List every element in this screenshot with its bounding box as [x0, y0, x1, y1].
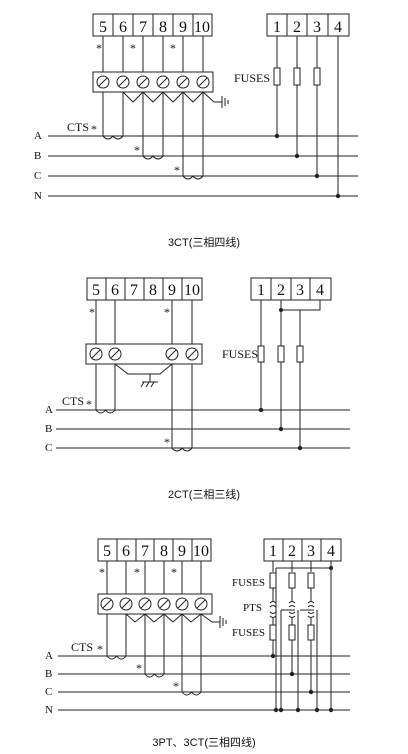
terminal-2: 2 — [293, 19, 301, 36]
terminal-3: 3 — [296, 282, 304, 299]
fuse-icon — [269, 572, 277, 589]
polarity-mark: * — [130, 41, 136, 55]
caption-3pt-3ct: 3PT、3CT(三相四线) — [152, 737, 256, 749]
polarity-mark: * — [86, 397, 92, 411]
line-label-n: N — [34, 190, 42, 202]
terminal-3: 3 — [307, 543, 315, 560]
diagram-3pt-3ct-svg: 5 6 7 8 9 10 1 2 3 4 * * * CTS * * * FUS… — [45, 538, 350, 716]
polarity-mark: * — [170, 41, 176, 55]
polarity-mark: * — [174, 163, 180, 177]
polarity-mark: * — [164, 435, 170, 449]
fuse-icon — [288, 624, 296, 641]
ground-icon — [219, 616, 227, 628]
fuse-icon — [273, 67, 281, 86]
terminal-8: 8 — [159, 19, 167, 36]
terminal-2: 2 — [288, 543, 296, 560]
cts-label: CTS — [71, 640, 93, 654]
terminal-1: 1 — [257, 282, 265, 299]
line-label-a: A — [34, 130, 42, 142]
terminal-9: 9 — [178, 543, 186, 560]
terminal-1: 1 — [273, 19, 281, 36]
polarity-mark: * — [134, 565, 140, 579]
screw-terminals — [100, 597, 208, 611]
terminal-10: 10 — [194, 19, 210, 36]
line-label-b: B — [34, 150, 41, 162]
cts-label: CTS — [67, 120, 89, 134]
terminal-5: 5 — [92, 282, 100, 299]
pt-branch — [269, 561, 277, 656]
terminal-1: 1 — [269, 543, 277, 560]
terminal-6: 6 — [111, 282, 119, 299]
diagram-3ct-four-wire: 5 6 7 8 9 10 1 2 3 4 * * * CTS * * * FUS… — [0, 0, 408, 250]
fuses-label: FUSES — [222, 347, 258, 361]
ground-icon — [221, 96, 229, 108]
terminal-4: 4 — [327, 543, 335, 560]
terminal-9: 9 — [179, 19, 187, 36]
polarity-mark: * — [164, 305, 170, 319]
diagram-3ct-svg: 5 6 7 8 9 10 1 2 3 4 * * * CTS * * * FUS… — [34, 13, 358, 202]
right-terminal-block — [266, 13, 350, 37]
terminal-8: 8 — [160, 543, 168, 560]
fuse-icon — [313, 67, 321, 86]
caption-2ct: 2CT(三相三线) — [167, 489, 241, 501]
line-label-a: A — [45, 404, 53, 416]
ct-shorting-strip — [85, 343, 203, 365]
polarity-mark: * — [136, 661, 142, 675]
diagram-3pt-3ct-four-wire: 5 6 7 8 9 10 1 2 3 4 * * * CTS * * * FUS… — [0, 522, 408, 732]
fuse-icon — [277, 345, 285, 363]
line-label-a: A — [45, 650, 53, 662]
line-label-c: C — [45, 686, 52, 698]
terminal-3: 3 — [313, 19, 321, 36]
fuse-icon — [293, 67, 301, 86]
screw-terminals — [96, 75, 210, 89]
polarity-mark: * — [171, 565, 177, 579]
diagram-2ct-svg: 5 6 7 8 9 10 1 2 3 4 * * CTS * * FUSES — [45, 277, 350, 454]
terminal-7: 7 — [130, 282, 138, 299]
terminal-10: 10 — [193, 543, 209, 560]
polarity-mark: * — [91, 122, 97, 136]
polarity-mark: * — [97, 642, 103, 656]
polarity-mark: * — [89, 305, 95, 319]
line-label-c: C — [45, 442, 52, 454]
polarity-mark: * — [99, 565, 105, 579]
cts-label: CTS — [62, 394, 84, 408]
line-label-b: B — [45, 668, 52, 680]
ct-shorting-strip — [97, 593, 213, 615]
terminal-7: 7 — [139, 19, 147, 36]
pt-branch — [307, 561, 315, 692]
terminal-2: 2 — [277, 282, 285, 299]
terminal-6: 6 — [119, 19, 127, 36]
ground-icon — [140, 381, 158, 388]
polarity-mark: * — [173, 679, 179, 693]
fuse-icon — [307, 572, 315, 589]
fuse-icon — [269, 624, 277, 641]
fuse-icon — [288, 572, 296, 589]
fuse-icon — [257, 345, 265, 363]
fuses-label-bottom: FUSES — [232, 627, 265, 639]
terminal-10: 10 — [184, 282, 200, 299]
terminal-4: 4 — [334, 19, 342, 36]
screw-terminals — [89, 347, 199, 361]
caption-3ct: 3CT(三相四线) — [167, 237, 241, 249]
pts-label: PTS — [243, 602, 262, 614]
terminal-7: 7 — [141, 543, 149, 560]
fuse-icon — [296, 345, 304, 363]
line-label-c: C — [34, 170, 41, 182]
terminal-5: 5 — [99, 19, 107, 36]
terminal-6: 6 — [122, 543, 130, 560]
ct-shorting-strip — [92, 71, 214, 93]
fuses-label: FUSES — [234, 71, 270, 85]
terminal-9: 9 — [168, 282, 176, 299]
polarity-mark: * — [134, 143, 140, 157]
fuses-label-top: FUSES — [232, 577, 265, 589]
terminal-5: 5 — [103, 543, 111, 560]
pt-branch — [288, 561, 296, 674]
fuse-icon — [307, 624, 315, 641]
terminal-4: 4 — [316, 282, 324, 299]
diagram-2ct-three-wire: 5 6 7 8 9 10 1 2 3 4 * * CTS * * FUSES — [0, 262, 408, 492]
terminal-8: 8 — [149, 282, 157, 299]
polarity-mark: * — [96, 41, 102, 55]
line-label-n: N — [45, 704, 53, 716]
line-label-b: B — [45, 423, 52, 435]
